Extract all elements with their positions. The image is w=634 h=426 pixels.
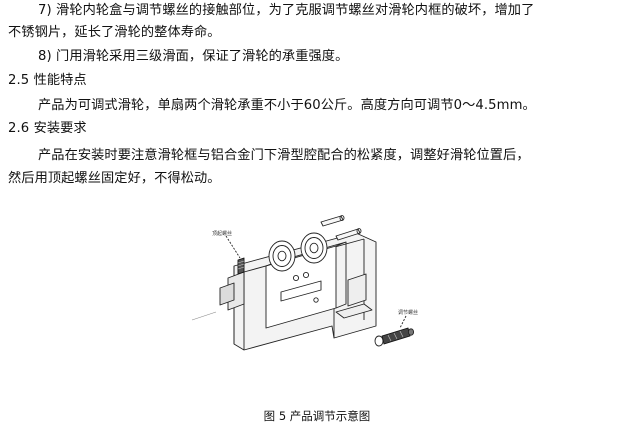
section-body-2-5: 产品为可调式滑轮，单扇两个滑轮承重不小于60公斤。高度方向可调节0～4.5mm。 [38,98,536,113]
section-body-2-6-line-2: 然后用顶起螺丝固定好，不得松动。 [8,171,221,186]
paragraph-item-7-line-1: 7) 滑轮内轮盒与调节螺丝的接触部位，为了克服调节螺丝对滑轮内框的破坏，增加了 [38,3,535,18]
label-adjusting-screw: 调节螺丝 [398,309,418,316]
section-heading-2-6: 2.6 安装要求 [8,121,87,136]
figure-caption: 图 5 产品调节示意图 [263,409,371,423]
pulley-adjustment-diagram: 顶起螺丝 调节螺丝 [191,215,418,351]
label-lifting-screw: 顶起螺丝 [212,230,232,237]
paragraph-item-7-line-2: 不锈钢片，延长了滑轮的整体寿命。 [8,25,221,40]
section-heading-2-5: 2.5 性能特点 [8,73,87,88]
section-body-2-6-line-1: 产品在安装时要注意滑轮框与铝合金门下滑型腔配合的松紧度，调整好滑轮位置后， [38,148,530,163]
paragraph-item-8: 8) 门用滑轮采用三级滑面，保证了滑轮的承重强度。 [38,49,349,64]
